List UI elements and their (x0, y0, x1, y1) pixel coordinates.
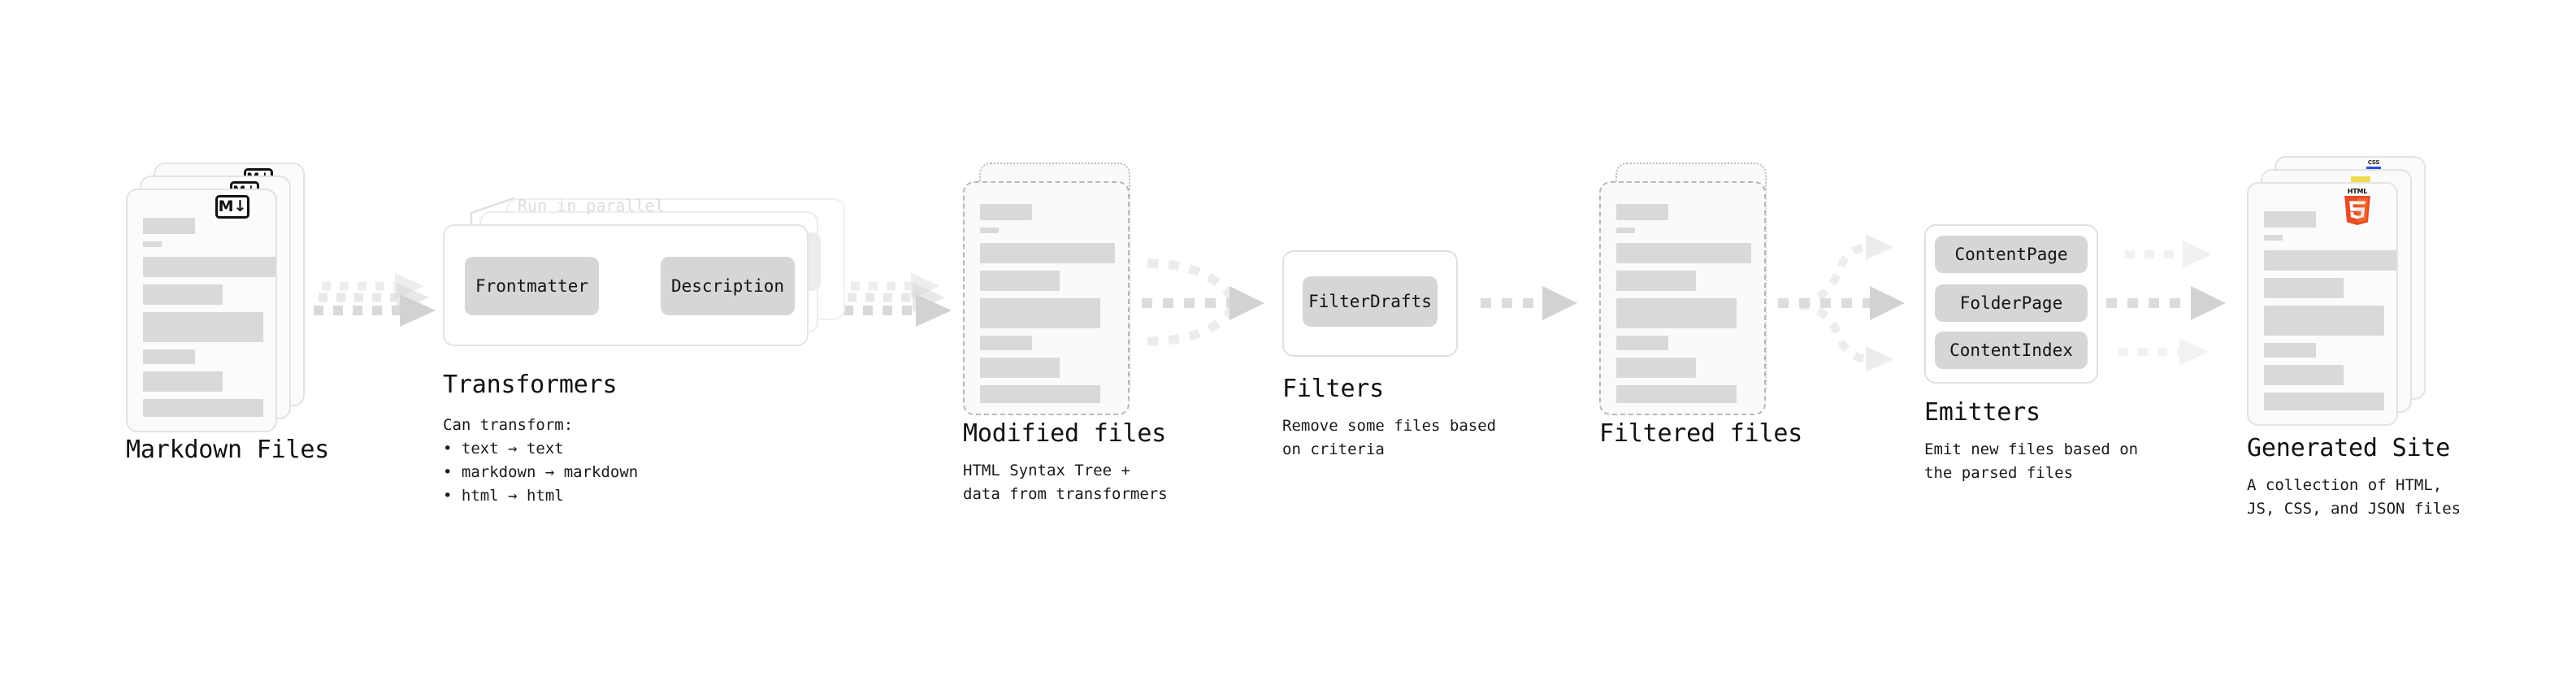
placeholder-line (2264, 211, 2316, 228)
placeholder-line (143, 257, 275, 277)
stage-generated-site: CSS HTML (2247, 156, 2461, 521)
placeholder-line (980, 271, 1060, 291)
stage-title-emitters: Emitters (1924, 398, 2040, 427)
filtered-card-stack (1599, 163, 1778, 423)
placeholder-line (1616, 204, 1668, 220)
filter-chip-filterdrafts[interactable]: FilterDrafts (1303, 276, 1438, 327)
stage-title-filtered-files: Filtered files (1599, 419, 1803, 448)
stage-title-modified-files: Modified files (963, 419, 1167, 448)
modified-card-stack (963, 163, 1142, 423)
placeholder-line (980, 243, 1115, 263)
placeholder-line (980, 204, 1032, 220)
placeholder-line (143, 241, 162, 247)
placeholder-line (1616, 358, 1696, 378)
placeholder-line (1616, 243, 1751, 263)
placeholder-line (143, 312, 263, 342)
stage-emitters: ContentPage FolderPage ContentIndex Emit… (1924, 224, 2138, 485)
placeholder-line (1616, 385, 1737, 403)
generated-card-stack: CSS HTML (2247, 156, 2434, 426)
html5-shield-icon (2344, 196, 2370, 225)
placeholder-line (2264, 306, 2384, 336)
placeholder-line (2264, 343, 2316, 358)
css3-badge: CSS (2366, 160, 2381, 171)
stage-transformers: Frontmatter Description Run in parallel … (443, 196, 849, 508)
placeholder-line (980, 358, 1060, 378)
placeholder-line (2264, 235, 2283, 241)
placeholder-line (980, 336, 1032, 350)
run-in-parallel-label: Run in parallel (518, 196, 665, 215)
placeholder-line (143, 349, 195, 364)
filtered-card-lines (1616, 204, 1751, 410)
transformer-chip-frontmatter[interactable]: Frontmatter (465, 257, 599, 315)
placeholder-line (1616, 271, 1696, 291)
markdown-card-front (126, 189, 277, 432)
stage-filtered-files: Filtered files (1599, 163, 1802, 448)
placeholder-line (2264, 365, 2344, 385)
placeholder-line (1616, 298, 1737, 328)
placeholder-line (980, 298, 1100, 328)
placeholder-line (1616, 336, 1668, 350)
css3-badge-label: CSS (2367, 159, 2380, 166)
placeholder-line (2264, 393, 2384, 410)
html5-badge: HTML (2342, 188, 2373, 225)
arrow-transformers-to-modified (843, 273, 952, 327)
placeholder-line (2264, 250, 2396, 271)
placeholder-line (143, 284, 223, 305)
stage-modified-files: Modified files HTML Syntax Tree + data f… (963, 163, 1168, 506)
placeholder-line (143, 371, 223, 392)
placeholder-line (980, 385, 1100, 403)
stage-subtitle-filters: Remove some files based on criteria (1282, 417, 1497, 458)
placeholder-line (143, 218, 195, 234)
generated-card-front-html (2247, 182, 2398, 426)
emitter-chip-contentpage[interactable]: ContentPage (1935, 236, 2088, 273)
placeholder-line (2264, 278, 2344, 298)
filtered-card-front (1599, 181, 1766, 415)
filters-panel-wrap: FilterDrafts (1282, 250, 1458, 357)
placeholder-line (143, 399, 263, 417)
css3-badge-bar (2366, 167, 2381, 170)
transformers-panel-stack: Frontmatter Description (443, 198, 849, 353)
stage-filters: FilterDrafts Filters Remove some files b… (1282, 250, 1496, 462)
stage-subtitle-transformers: Can transform: • text → text • markdown … (443, 416, 639, 505)
stage-subtitle-generated-site: A collection of HTML, JS, CSS, and JSON … (2247, 476, 2461, 518)
emitter-chip-contentindex[interactable]: ContentIndex (1935, 332, 2088, 369)
emitter-chip-folderpage[interactable]: FolderPage (1935, 284, 2088, 322)
stage-title-markdown-files: Markdown Files (126, 436, 330, 464)
stage-title-generated-site: Generated Site (2247, 434, 2451, 462)
placeholder-line (980, 228, 999, 233)
html5-badge-label: HTML (2347, 188, 2368, 195)
markdown-card-lines (143, 218, 275, 424)
arrow-markdown-to-transformers (314, 273, 436, 327)
transformer-chip-description[interactable]: Description (661, 257, 795, 315)
placeholder-line (1616, 228, 1635, 233)
markdown-badge-front: M↓ (215, 195, 249, 219)
modified-card-lines (980, 204, 1115, 410)
stage-subtitle-emitters: Emit new files based on the parsed files (1924, 440, 2139, 482)
stage-title-filters: Filters (1282, 375, 1385, 403)
modified-card-front (963, 181, 1130, 415)
generated-card-lines (2264, 211, 2396, 418)
emitters-panel-wrap: ContentPage FolderPage ContentIndex (1924, 224, 2098, 384)
stage-subtitle-modified-files: HTML Syntax Tree + data from transformer… (963, 462, 1168, 503)
markdown-card-stack: M↓ M↓ M↓ (126, 163, 305, 432)
stage-markdown-files: M↓ M↓ M↓ Markdown Files (126, 163, 329, 464)
stage-title-transformers: Transformers (443, 371, 618, 399)
